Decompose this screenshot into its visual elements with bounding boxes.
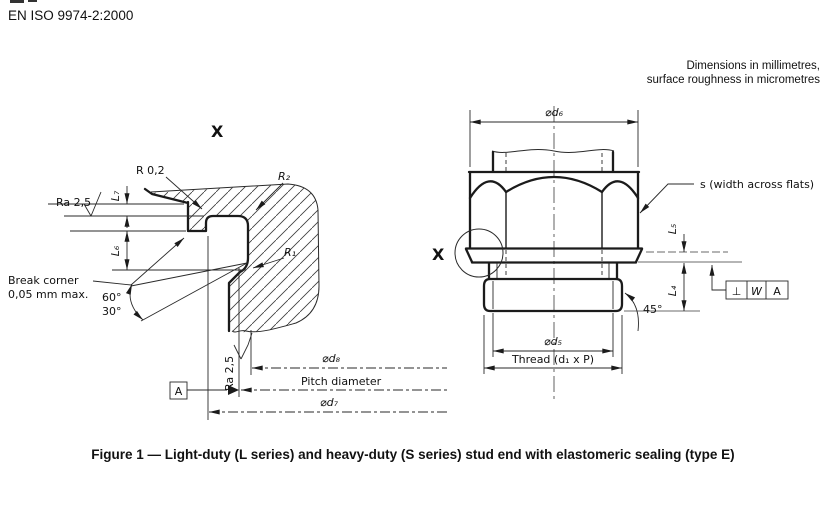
page-edge-artifact [28,0,37,2]
seal-groove [487,250,619,281]
washer-flange [464,247,644,264]
break-corner-line2: 0,05 mm max. [8,288,88,301]
detail-x-label: X [211,122,224,141]
angle-30-label: 30° [102,305,122,318]
dim-d5: ⌀d₅ [492,313,614,357]
hatch-region [151,184,319,333]
break-corner-note: Break corner 0,05 mm max. [8,237,185,301]
break-line [491,149,615,153]
angle-45-label: 45° [643,303,663,316]
dim-d7-label: ⌀d₇ [320,396,339,409]
units-note-line1: Dimensions in millimetres, [686,60,820,72]
s-note-label: s (width across flats) [700,178,814,191]
standard-reference: EN ISO 9974-2:2000 [8,8,133,23]
dim-d6-label: ⌀d₆ [545,106,564,119]
fcf-tolerance: W [751,285,763,298]
radius-r02-label: R 0,2 [136,164,165,177]
angle-60-label: 60° [102,291,122,304]
dim-l5-label: L₅ [666,224,679,235]
threaded-end [482,277,624,313]
dim-d5-label: ⌀d₅ [544,335,562,348]
datum-triangle-icon [228,385,239,395]
leader-width-across-flats: s (width across flats) [639,178,814,214]
figure-caption: Figure 1 — Light-duty (L series) and hea… [91,447,734,462]
surface-roughness-icon: Ra 2,5 [223,332,253,391]
units-note-line2: surface roughness in micrometres [647,74,820,86]
dim-thread: Thread (d₁ x P) [483,315,623,374]
detail-x-label: X [432,245,445,264]
detail-x-view: X L₇ L₆ Ra 2,5 R 0,2 [8,122,447,420]
dim-l4: L₄ [666,263,687,311]
roughness-side-label: Ra 2,5 [223,356,236,391]
detail-boundary [150,183,320,333]
leader-r02: R 0,2 [136,164,203,210]
feature-control-frame: ⊥ W A [709,265,789,300]
datum-a: A [169,381,239,400]
dim-pitch-diameter: Pitch diameter [241,375,447,393]
stud-view: ⌀d₆ X s (width across flats) L₅ L₄ 45° [432,106,814,400]
chamfer-angles: 60° 30° [102,262,248,322]
dim-d8: ⌀d₈ [252,352,447,371]
break-corner-line1: Break corner [8,274,79,287]
detail-circle [454,228,504,278]
leader-r1: R₁ [252,246,296,269]
thread-note-label: Thread (d₁ x P) [511,353,594,366]
leader-r2: R₂ [255,170,291,211]
chamfer-45-callout: 45° [624,292,663,332]
dim-l4-label: L₄ [666,285,679,296]
page-edge-artifact [10,0,24,3]
dim-d8-label: ⌀d₈ [322,352,341,365]
dim-l7-label: L₇ [109,190,122,201]
dim-d7: ⌀d₇ [209,396,447,415]
radius-r1-label: R₁ [284,246,296,259]
surface-roughness-icon: Ra 2,5 [56,191,102,217]
datum-a-label: A [175,385,183,398]
dim-l7: L₇ [109,186,130,228]
dim-d6: ⌀d₆ [469,106,639,167]
hex-head [467,170,641,250]
dim-l6: L₆ [109,231,130,270]
port-profile [143,187,250,333]
dim-l5: L₅ [666,224,687,252]
roughness-top-label: Ra 2,5 [56,196,91,209]
fcf-datum: A [773,285,781,298]
dim-l6-label: L₆ [109,245,122,256]
perpendicularity-icon: ⊥ [732,285,742,298]
pitch-diameter-label: Pitch diameter [301,375,382,388]
radius-r2-label: R₂ [278,170,291,183]
